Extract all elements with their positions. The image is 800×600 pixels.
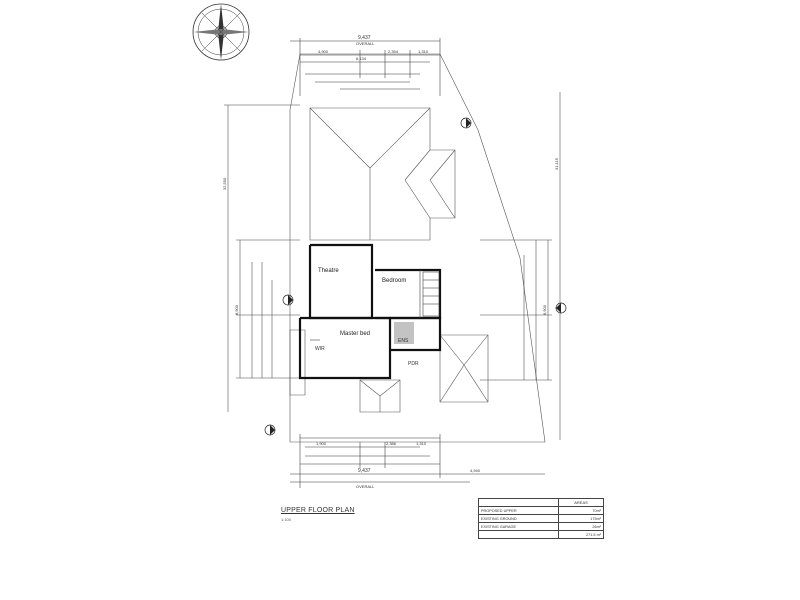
room-label-wir: WIR — [315, 346, 325, 352]
table-row: 271.5 m² — [478, 530, 604, 539]
existing-roof-outline — [289, 107, 489, 413]
plan-scale: 1:100 — [281, 517, 292, 522]
area-label: EXISTING GARAGE — [478, 522, 559, 531]
right-dimension-chain — [480, 92, 561, 440]
table-row: PROPOSED UPPER 70m² — [478, 506, 604, 515]
bottom-overall-label: OVERALL — [356, 484, 375, 489]
top-seg-2: 2,394 — [388, 49, 399, 54]
areas-table: AREAS PROPOSED UPPER 70m² EXISTING GROUN… — [478, 498, 604, 539]
bottom-dimension-chain — [290, 434, 545, 488]
top-seg-3: 1,310 — [418, 49, 429, 54]
right-overall-dimension: 31,115 — [554, 157, 559, 170]
left-dimension-chain — [224, 104, 300, 412]
top-overall-label: OVERALL — [356, 41, 375, 46]
section-marker-icon — [264, 117, 567, 436]
area-label — [478, 530, 559, 539]
table-row: EXISTING GROUND 175m² — [478, 514, 604, 523]
areas-header-row: AREAS — [478, 498, 604, 507]
stair-icon — [422, 271, 440, 317]
top-dimension-chain — [290, 38, 441, 96]
area-value: 175m² — [558, 514, 604, 523]
bottom-seg-1: 1,900 — [316, 441, 327, 446]
top-main-dimension: 6,134 — [356, 56, 367, 61]
area-value: 70m² — [558, 506, 604, 515]
area-label: PROPOSED UPPER — [478, 506, 559, 515]
areas-header: AREAS — [558, 498, 604, 507]
north-point-icon — [192, 3, 250, 61]
bottom-seg-3: 1,310 — [416, 441, 427, 446]
area-total: 271.5 m² — [558, 530, 604, 539]
area-label: EXISTING GROUND — [478, 514, 559, 523]
room-label-bedroom: Bedroom — [382, 278, 406, 284]
area-value: 26m² — [558, 522, 604, 531]
top-seg-1: 4,900 — [318, 49, 329, 54]
upper-floor-walls — [298, 243, 442, 380]
right-mid-dimension: 8,900 — [542, 304, 547, 315]
plan-title: UPPER FLOOR PLAN — [281, 507, 355, 514]
top-total-dimension: 9,437 — [358, 35, 371, 41]
left-mid-dimension: 8,900 — [234, 304, 239, 315]
bottom-seg-2: 2,386 — [386, 441, 397, 446]
bottom-total-dimension: 9,437 — [358, 468, 371, 474]
room-label-master-bed: Master bed — [340, 331, 370, 337]
room-label-theatre: Theatre — [318, 268, 339, 274]
bottom-main-dimension: 4,940 — [470, 468, 481, 473]
table-row: EXISTING GARAGE 26m² — [478, 522, 604, 531]
left-overall-dimension: 32,550 — [222, 177, 227, 190]
site-boundary — [289, 53, 546, 443]
room-label-ens: ENS — [398, 338, 409, 344]
room-label-pdr: PDR — [408, 361, 419, 367]
